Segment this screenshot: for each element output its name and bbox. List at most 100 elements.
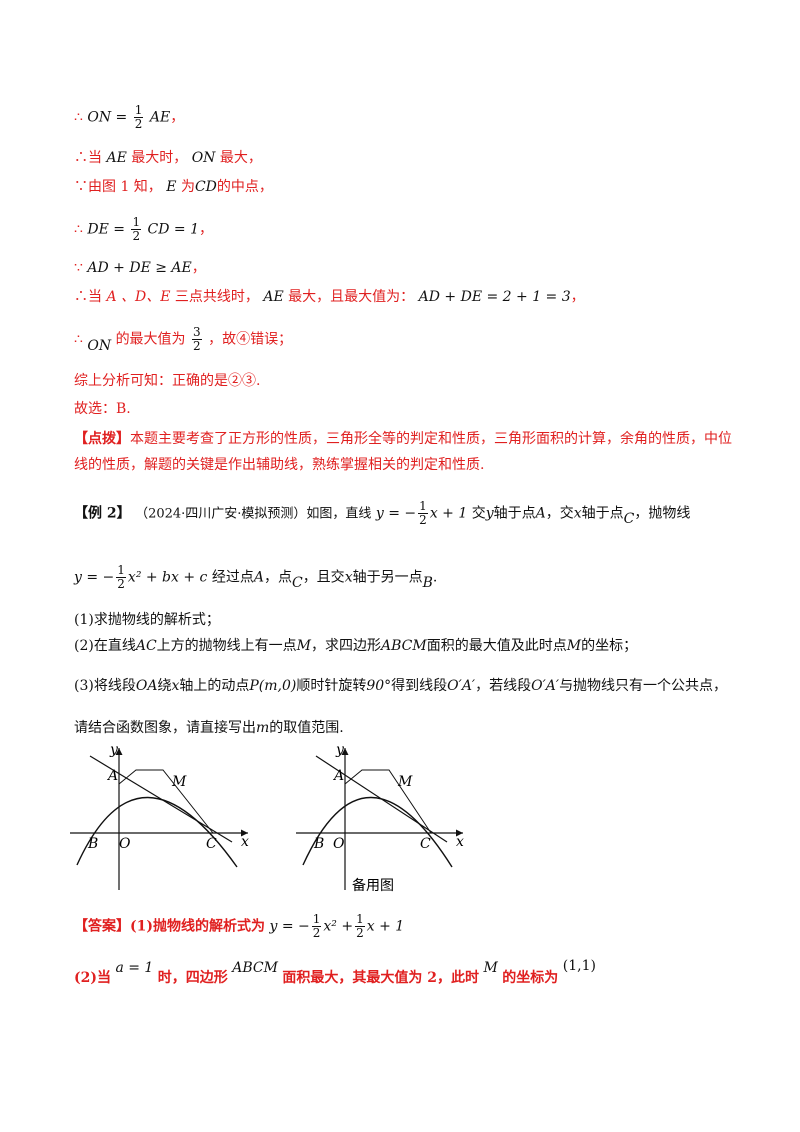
text: . — [432, 569, 438, 586]
text: ，抛物线 — [634, 505, 691, 522]
note-label: 【点拨】 — [74, 431, 130, 447]
math-text: A — [535, 505, 546, 522]
question-2: (2)在直线AC上方的抛物线上有一点M，求四边形ABCM面积的最大值及此时点M的… — [74, 636, 637, 656]
solution-line-6: ∴当 A 、D、E 三点共线时， AE 最大，且最大值为： AD + DE = … — [74, 287, 585, 307]
text: (1)抛物线的解析式为 — [130, 918, 265, 935]
math-text: x + 1 — [429, 505, 468, 522]
denominator: 2 — [312, 926, 321, 940]
text: ，交 — [545, 505, 574, 522]
math-text: x — [344, 569, 353, 586]
math-text: ABCM — [232, 960, 278, 976]
segments-amc — [118, 769, 214, 834]
label-x: x — [456, 834, 464, 850]
text: ∴当 — [74, 289, 102, 305]
label-y: y — [335, 742, 345, 758]
text: 绕 — [157, 678, 172, 694]
text: 轴于点 — [581, 505, 624, 522]
solution-line-2: ∴当 AE 最大时， ON 最大， — [74, 148, 262, 168]
text: 最大时， — [131, 150, 188, 166]
text: ，若线段 — [475, 678, 532, 694]
numerator: 1 — [311, 912, 322, 927]
label-c: C — [420, 836, 431, 852]
text: 轴于点 — [493, 505, 536, 522]
denominator: 2 — [419, 513, 427, 527]
label-a: A — [332, 768, 344, 784]
math-text: AE — [149, 109, 171, 126]
math-text: ON — [87, 337, 112, 354]
label-m: M — [171, 774, 187, 790]
math-text: O′A′ — [447, 678, 476, 694]
math-text: C — [291, 574, 303, 591]
numerator: 3 — [192, 325, 202, 340]
math-text: M — [483, 960, 498, 976]
text: 面积最大，其最大值为 2，此时 — [282, 970, 480, 986]
label-o: O — [333, 836, 345, 852]
label-b: B — [87, 836, 98, 852]
denominator: 2 — [356, 926, 364, 940]
question-3-continued: 请结合函数图象，请直接写出m的取值范围. — [74, 718, 344, 738]
numerator: 1 — [133, 103, 144, 118]
math-text: x — [573, 505, 582, 522]
math-text: M — [566, 638, 582, 654]
math-text: AD + DE = 2 + 1 = 3 — [418, 289, 571, 305]
numerator: 1 — [355, 912, 365, 927]
math-text: y = − — [375, 505, 417, 522]
denominator: 2 — [132, 229, 141, 243]
math-text: ON — [191, 150, 216, 166]
figure-1: y x A M B O C — [70, 742, 249, 890]
answer-line-2: (2)当 a = 1 时，四边形 ABCM 面积最大，其最大值为 2，此时 M … — [74, 958, 596, 988]
therefore-symbol: ∴ — [74, 221, 83, 238]
text: 经过点 — [211, 569, 254, 586]
math-text: x² + — [323, 918, 354, 935]
numerator: 1 — [131, 215, 142, 230]
text: 交 — [471, 505, 486, 522]
text: 轴于另一点 — [352, 569, 423, 586]
math-text: ABCM — [381, 638, 427, 654]
example-label: 【例 2】 — [74, 505, 131, 522]
punctuation: ， — [570, 289, 585, 305]
math-text: (1,1) — [562, 958, 596, 974]
example-source: （2024·四川广安·模拟预测）如图，直线 — [135, 506, 372, 522]
math-text: DE = — [87, 221, 125, 238]
label-m: M — [397, 774, 413, 790]
math-text: A — [253, 569, 264, 586]
text: 面积的最大值及此时点 — [426, 638, 567, 654]
math-text: y — [485, 505, 494, 522]
label-c: C — [206, 836, 217, 852]
math-text: 90° — [366, 678, 392, 694]
math-text: m — [256, 720, 270, 736]
conclusion-line: 综上分析可知：正确的是②③. — [74, 373, 261, 389]
therefore-symbol: ∴ — [74, 109, 83, 126]
solution-line-5: ∵ AD + DE ≥ AE， — [74, 258, 206, 278]
math-text: a = 1 — [115, 960, 154, 976]
math-text: ON = — [87, 109, 128, 126]
text: 三点共线时， — [174, 289, 259, 305]
therefore-symbol: ∴ — [74, 331, 83, 348]
text: (3)将线段 — [74, 678, 136, 694]
numerator: 1 — [116, 563, 126, 578]
text: 轴上的动点 — [179, 678, 250, 694]
label-x: x — [241, 834, 249, 850]
math-text: AD + DE ≥ AE — [87, 260, 192, 276]
math-text: x — [171, 678, 180, 694]
math-text: E — [166, 179, 177, 195]
label-o: O — [119, 836, 131, 852]
text: 的坐标； — [581, 638, 638, 654]
text: 为 — [180, 179, 195, 195]
question-3: (3)将线段OA绕x轴上的动点P(m,0)顺时针旋转90°得到线段O′A′，若线… — [74, 676, 727, 696]
answer-label: 【答案】 — [74, 918, 130, 935]
math-text: AC — [135, 638, 157, 654]
numerator: 1 — [418, 499, 428, 514]
text: (2)当 — [74, 970, 111, 986]
denominator: 2 — [193, 339, 201, 353]
parabola — [302, 796, 453, 868]
math-text: CD — [194, 179, 217, 195]
parabola — [76, 796, 238, 868]
text: ∵由图 1 知， — [74, 179, 162, 195]
